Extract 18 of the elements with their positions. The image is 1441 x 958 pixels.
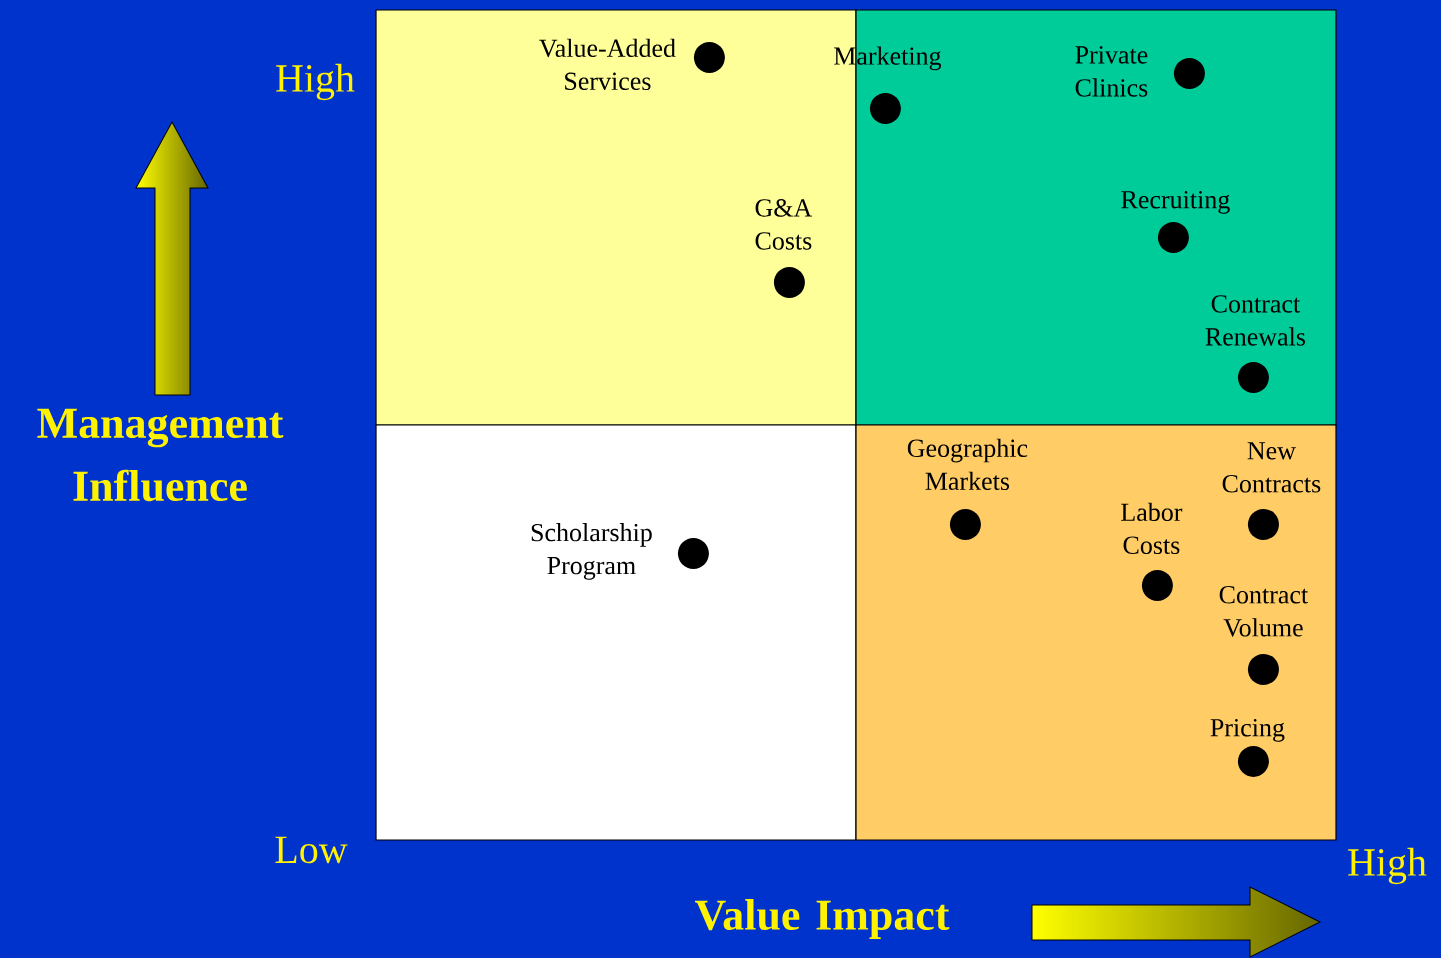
axis-label: High bbox=[276, 63, 355, 101]
axis-label: High bbox=[1348, 847, 1427, 885]
axis-title: Management Influence bbox=[37, 408, 284, 502]
dot-label: Scholarship Program bbox=[531, 523, 652, 580]
dot-label: Pricing bbox=[1210, 719, 1285, 742]
dot-label: New Contracts bbox=[1222, 442, 1321, 493]
dot-label: Value-Added Services bbox=[539, 38, 676, 91]
dot-label: Geographic Markets bbox=[907, 438, 1028, 491]
dot-label: G&A Costs bbox=[755, 199, 813, 250]
dot-label: Contract Renewals bbox=[1205, 295, 1305, 346]
quadrant bbox=[375, 424, 857, 841]
dot-label: Labor Costs bbox=[1121, 502, 1183, 555]
dot-label: Recruiting bbox=[1121, 191, 1230, 214]
dot-label: Private Clinics bbox=[1075, 46, 1148, 97]
dot-label: Contract Volume bbox=[1219, 586, 1309, 637]
axis-label: Low bbox=[275, 836, 348, 864]
axis-title: Value Impact bbox=[695, 899, 950, 939]
quadrant bbox=[855, 424, 1337, 841]
